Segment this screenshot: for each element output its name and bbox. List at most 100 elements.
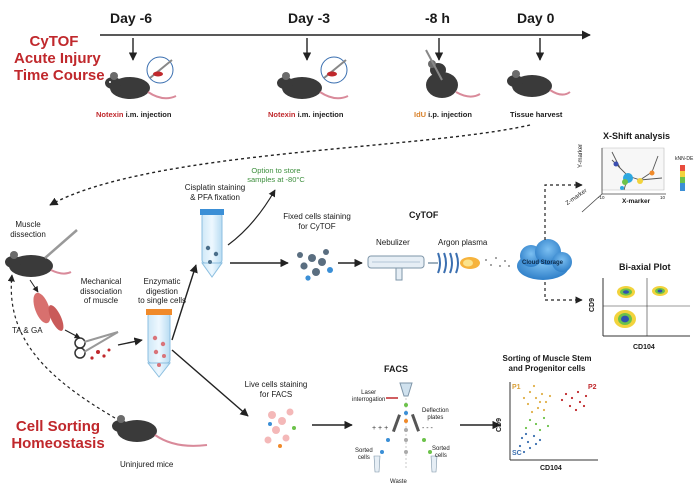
injection-rest-1: i.m. injection (123, 110, 172, 119)
biaxial-ylabel: CD9 (589, 297, 596, 312)
homeostasis-title: Cell Sorting Homeostasis (2, 418, 114, 452)
sorted-left-line1: Sorted (355, 448, 373, 454)
biaxial-xlabel: CD104 (633, 344, 655, 351)
cytof-header: CyTOF (409, 210, 439, 220)
sorting-title: Sorting of Muscle Stem and Progenitor ce… (492, 354, 602, 373)
laser-label: Laser interrogation (352, 390, 385, 404)
cloud-storage-icon (517, 239, 572, 280)
cloud-to-biaxial-arrow (544, 282, 583, 304)
live-stain-line2: for FACS (259, 389, 293, 399)
enzymatic-line1: Enzymatic (143, 277, 181, 286)
svg-text:- - -: - - - (422, 425, 434, 432)
homeostasis-dashed-arrow (7, 274, 116, 419)
laser-line1: Laser (361, 390, 377, 396)
muscle-dissection-label: Muscle dissection (5, 220, 51, 239)
store-option-line1: Option to store (251, 166, 301, 175)
sorted-left-line2: cells (357, 455, 370, 461)
mouse-icon-1 (105, 72, 177, 100)
day-label-2: Day -3 (288, 10, 331, 26)
digestion-tube-icon (146, 309, 172, 378)
argon-plasma-icon (428, 252, 480, 274)
xshift-tick-pos: 10 (660, 195, 666, 200)
day-label-1: Day -6 (110, 10, 153, 26)
injection-label-1: Notexin i.m. injection (96, 110, 171, 119)
mince-to-tube-arrow (117, 337, 143, 346)
sorting-plot (509, 382, 598, 461)
sorting-ylabel: CD9 (496, 417, 503, 432)
day-label-4: Day 0 (517, 10, 555, 26)
mechanical-line1: Mechanical (80, 277, 122, 286)
enzymatic-line2: digestion (145, 286, 179, 296)
sorting-p2-label: P2 (588, 384, 597, 391)
sorting-title-line2: and Progenitor cells (508, 363, 586, 373)
mechanical-line3: of muscle (83, 296, 119, 305)
injection-agent-2: Notexin (268, 110, 296, 119)
homeostasis-line2: Homeostasis (11, 435, 105, 452)
harvest-dashed-arrow (49, 124, 531, 206)
cytof-title-line3: Time Course (14, 67, 105, 84)
fixed-stain-label: Fixed cells staining for CyTOF (278, 212, 356, 231)
facs-sorter-icon: + + + - - - (372, 382, 438, 473)
svg-text:+ + +: + + + (372, 425, 388, 432)
injection-agent-1: Notexin (96, 110, 124, 119)
live-stain-line1: Live cells staining (244, 380, 308, 389)
xshift-xlabel: X-marker (622, 198, 651, 205)
store-arrow (227, 189, 276, 246)
fixed-stain-line2: for CyTOF (298, 221, 336, 231)
waste-label: Waste (390, 479, 407, 485)
uninjured-label: Uninjured mice (120, 460, 174, 469)
live-cells-icon (264, 408, 296, 448)
muscle-icon (33, 292, 64, 331)
deflection-line1: Deflection (422, 408, 449, 414)
fixed-cells-icon (297, 249, 333, 281)
tube-to-cisplatin-arrow (171, 264, 198, 341)
sorting-sc-label: SC (512, 450, 522, 457)
mouse-icon-2 (277, 72, 349, 100)
sorted-left-label: Sorted cells (355, 448, 373, 462)
injection-label-2: Notexin i.m. injection (268, 110, 343, 119)
biaxial-plot (602, 278, 690, 337)
cloud-label: Cloud Storage (522, 260, 564, 266)
scissors-icon (74, 331, 119, 360)
syringe-zoom-icon-1 (146, 56, 174, 84)
mechanical-line2: dissociation (80, 286, 122, 296)
nebulizer-icon (367, 255, 425, 281)
store-option-line2: samples at -80°C (247, 175, 305, 184)
day-label-3: -8 h (425, 10, 450, 26)
xshift-plot (581, 147, 685, 213)
mouse-icon-4 (507, 70, 571, 97)
laser-line2: interrogation (352, 397, 386, 403)
sorting-p1-label: P1 (512, 384, 521, 391)
muscle-to-mince-arrow (64, 329, 81, 339)
dissection-mouse-icon (5, 229, 78, 277)
cloud-to-xshift-arrow (544, 181, 583, 240)
muscle-dissection-line1: Muscle (15, 220, 41, 229)
fixed-stain-line1: Fixed cells staining (283, 212, 351, 221)
cisplatin-line1: Cisplatin staining (184, 183, 246, 192)
dissect-to-muscle-arrow (29, 279, 39, 293)
mechanical-label: Mechanical dissociation of muscle (72, 277, 130, 306)
fixation-tube-icon (200, 209, 224, 278)
mouse-upright-icon (425, 49, 481, 98)
ion-spray-icon (485, 257, 510, 267)
biaxial-title: Bi-axial Plot (619, 262, 671, 272)
injection-label-3: IdU i.p. injection (414, 110, 472, 119)
homeostasis-line1: Cell Sorting (15, 418, 101, 435)
deflection-line2: plates (427, 415, 444, 421)
injection-label-4: Tissue harvest (510, 110, 562, 119)
store-option-label: Option to store samples at -80°C (236, 166, 316, 184)
muscles-label: TA & GA (12, 326, 43, 335)
sorted-right-line2: cells (434, 453, 447, 459)
nebulizer-label: Nebulizer (376, 238, 410, 247)
live-stain-label: Live cells staining for FACS (236, 380, 316, 399)
injection-rest-4: Tissue harvest (510, 110, 563, 119)
cisplatin-line2: & PFA fixation (190, 192, 240, 202)
cytof-title-line2: Acute Injury (14, 50, 101, 67)
xshift-legend-label: kNN-DE (675, 156, 694, 162)
syringe-zoom-icon-2 (320, 56, 348, 84)
sorting-xlabel: CD104 (540, 465, 562, 472)
argon-label: Argon plasma (438, 238, 488, 247)
xshift-title: X-Shift analysis (603, 131, 671, 141)
sorted-right-label: Sorted cells (432, 446, 450, 460)
